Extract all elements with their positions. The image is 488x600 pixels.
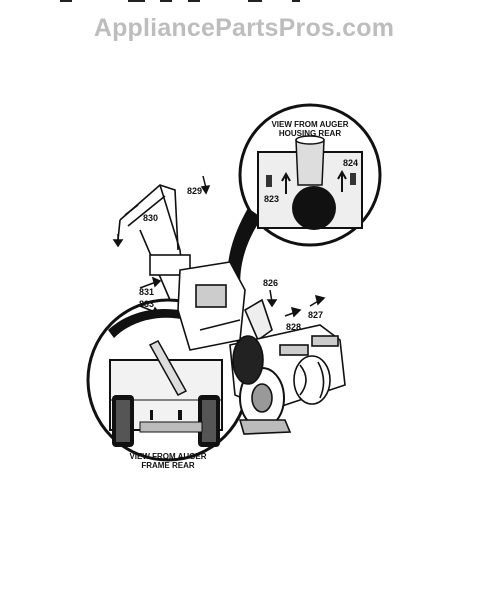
part-label-828: 828 [286,322,302,332]
leader-arrows [112,175,326,318]
bottom-caption-line2: FRAME REAR [141,461,195,470]
part-label-833: 833 [139,299,155,309]
bottom-detail-caption: VIEW FROM AUGER FRAME REAR [118,452,218,470]
part-label-831: 831 [139,287,155,297]
top-caption-line2: HOUSING REAR [278,129,342,138]
part-label-824: 824 [343,158,359,168]
top-caption-line1: VIEW FROM AUGER [271,120,349,129]
part-label-823: 823 [264,194,280,204]
part-label-826: 826 [263,278,279,288]
part-label-829: 829 [187,186,203,196]
snowblower-body [117,184,346,435]
part-label-830: 830 [143,213,159,223]
bottom-caption-line1: VIEW FROM AUGER [129,452,207,461]
watermark: AppliancePartsPros.com [93,14,395,42]
top-detail-caption: VIEW FROM AUGER HOUSING REAR [260,120,360,138]
part-label-827: 827 [308,310,324,320]
